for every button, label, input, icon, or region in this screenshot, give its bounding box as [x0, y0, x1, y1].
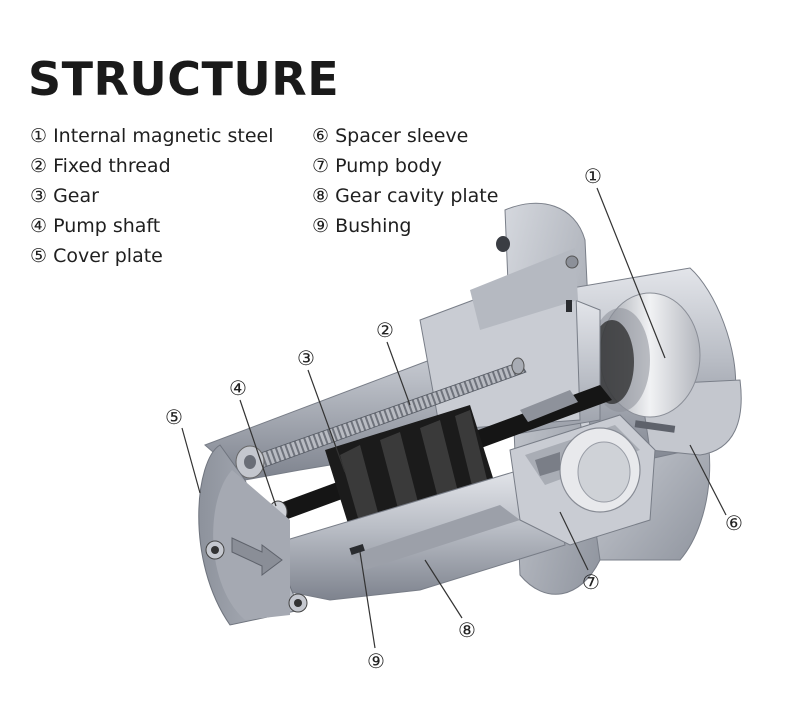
- callout-9: ⑨: [367, 649, 385, 673]
- legend-item-cover-plate: ⑤ Cover plate: [30, 245, 163, 267]
- legend-item-internal-magnetic-steel: ① Internal magnetic steel: [30, 125, 274, 147]
- legend-item-pump-body: ⑦ Pump body: [312, 155, 442, 177]
- legend-item-bushing: ⑨ Bushing: [312, 215, 412, 237]
- callout-6: ⑥: [725, 511, 743, 535]
- legend-left: ① Internal magnetic steel ② Fixed thread…: [30, 121, 274, 271]
- callout-1: ①: [584, 164, 602, 188]
- callout-2: ②: [376, 318, 394, 342]
- legend-right: ⑥ Spacer sleeve ⑦ Pump body ⑧ Gear cavit…: [312, 121, 498, 241]
- legend-item-spacer-sleeve: ⑥ Spacer sleeve: [312, 125, 469, 147]
- callout-3: ③: [297, 346, 315, 370]
- pump-body: [509, 414, 656, 546]
- callout-7: ⑦: [582, 570, 600, 594]
- legend-item-gear-cavity-plate: ⑧ Gear cavity plate: [312, 185, 499, 207]
- flow-arrow-icon: [231, 537, 283, 576]
- cover-plate: [198, 444, 308, 626]
- callout-8: ⑧: [458, 618, 476, 642]
- legend-item-fixed-thread: ② Fixed thread: [30, 155, 171, 177]
- legend-item-pump-shaft: ④ Pump shaft: [30, 215, 161, 237]
- callout-5: ⑤: [165, 405, 183, 429]
- gear-cavity-plate: [269, 469, 566, 601]
- flange-bolt-hole: [496, 236, 510, 252]
- page-title: STRUCTURE: [28, 52, 340, 106]
- leader-lines: [181, 187, 727, 649]
- legend-item-gear: ③ Gear: [30, 185, 99, 207]
- callout-4: ④: [229, 376, 247, 400]
- internal-magnetic-steel: [590, 292, 701, 418]
- fixed-thread: [235, 357, 527, 479]
